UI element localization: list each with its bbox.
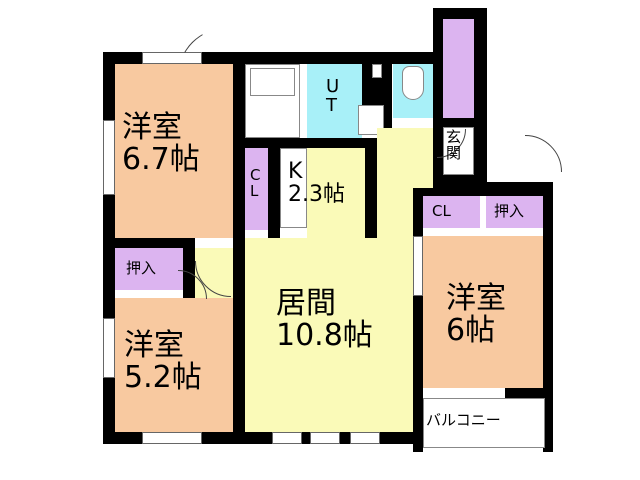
- room-name: 洋室: [122, 110, 182, 145]
- room-size: 6帖: [446, 312, 496, 348]
- room-size: 6.7帖: [122, 141, 200, 177]
- window: [272, 432, 302, 444]
- window: [103, 318, 115, 378]
- window: [310, 432, 340, 444]
- storage-left: [115, 248, 183, 290]
- wall: [365, 138, 377, 238]
- closet-right: [423, 196, 480, 228]
- living-room: [245, 238, 413, 432]
- utility-label: UT: [326, 76, 340, 116]
- storage-right: [486, 196, 543, 228]
- wall: [543, 182, 553, 452]
- toilet-icon: [402, 66, 424, 100]
- window: [413, 236, 423, 296]
- entrance: [443, 127, 474, 175]
- window: [350, 432, 380, 444]
- window: [142, 432, 202, 444]
- wall: [233, 230, 245, 440]
- bathtub-inner: [250, 68, 295, 96]
- balcony-label: バルコニー: [426, 411, 501, 429]
- utility-room: [307, 64, 362, 138]
- closet-left: [245, 148, 268, 230]
- window: [103, 120, 115, 195]
- closet-left-label: CL: [250, 166, 261, 200]
- kitchen: [307, 148, 365, 240]
- balcony: [423, 398, 545, 448]
- room-size: 5.2帖: [124, 359, 202, 395]
- room-name: 洋室: [124, 328, 184, 363]
- room-name: K: [288, 159, 303, 184]
- window-small: [372, 64, 382, 78]
- room-size: 2.3帖: [288, 182, 345, 208]
- western-room-3: [423, 236, 543, 388]
- wall: [233, 138, 383, 148]
- wall: [103, 238, 193, 248]
- storage-left-label: 押入: [126, 259, 157, 277]
- western-room-2: [115, 298, 233, 432]
- wall: [268, 148, 280, 238]
- window: [142, 52, 202, 64]
- entrance-label: 玄関: [446, 128, 462, 162]
- wall: [103, 52, 115, 444]
- room-name: 洋室: [446, 281, 506, 316]
- western-room-1: [115, 64, 233, 238]
- hallway: [377, 128, 433, 188]
- shoe-closet: [443, 19, 474, 118]
- room-name: 居間: [276, 286, 336, 321]
- wall: [505, 388, 550, 398]
- wall: [413, 182, 423, 452]
- closet-right-label: CL: [432, 202, 451, 220]
- room-size: 10.8帖: [276, 317, 373, 353]
- kitchen-counter: [280, 148, 307, 228]
- storage-right-label: 押入: [494, 202, 525, 220]
- hallway-2: [377, 188, 413, 238]
- wall: [413, 182, 553, 196]
